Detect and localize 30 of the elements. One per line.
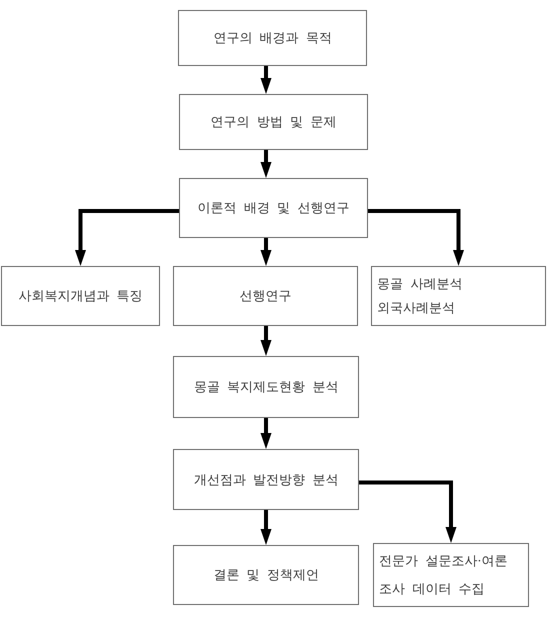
process-box bbox=[173, 545, 359, 605]
process-box bbox=[173, 266, 358, 326]
step-text: 이론적 배경 및 선행연구 bbox=[198, 199, 350, 217]
process-box bbox=[1, 266, 160, 326]
process-box bbox=[179, 94, 368, 150]
arrow bbox=[260, 150, 272, 178]
process-box bbox=[178, 10, 367, 66]
arrow bbox=[260, 66, 272, 94]
step-text: 개선점과 발전방향 분석 bbox=[194, 470, 338, 488]
process-box bbox=[173, 356, 359, 418]
process-box bbox=[373, 543, 529, 607]
process-box bbox=[371, 266, 546, 326]
step-text: 몽골 복지제도현황 분석 bbox=[194, 378, 338, 396]
arrow bbox=[260, 238, 272, 266]
step-text: 몽골 사례분석 bbox=[377, 275, 462, 293]
step-text: 사회복지개념과 특징 bbox=[18, 287, 143, 305]
step-text: 연구의 방법 및 문제 bbox=[210, 113, 336, 131]
step-text: 외국사례분석 bbox=[377, 299, 455, 317]
process-box bbox=[179, 178, 368, 238]
arrow bbox=[260, 510, 272, 545]
arrow bbox=[75, 209, 179, 266]
step-text: 연구의 배경과 목적 bbox=[213, 29, 332, 47]
step-text: 선행연구 bbox=[240, 287, 292, 305]
arrow bbox=[359, 480, 456, 543]
process-box bbox=[173, 449, 359, 510]
arrow bbox=[368, 209, 464, 266]
step-text: 결론 및 정책제언 bbox=[213, 566, 319, 584]
arrow bbox=[260, 326, 272, 356]
step-text: 전문가 설문조사·여론 조사 데이터 수집 bbox=[379, 552, 509, 598]
arrow bbox=[260, 418, 272, 449]
